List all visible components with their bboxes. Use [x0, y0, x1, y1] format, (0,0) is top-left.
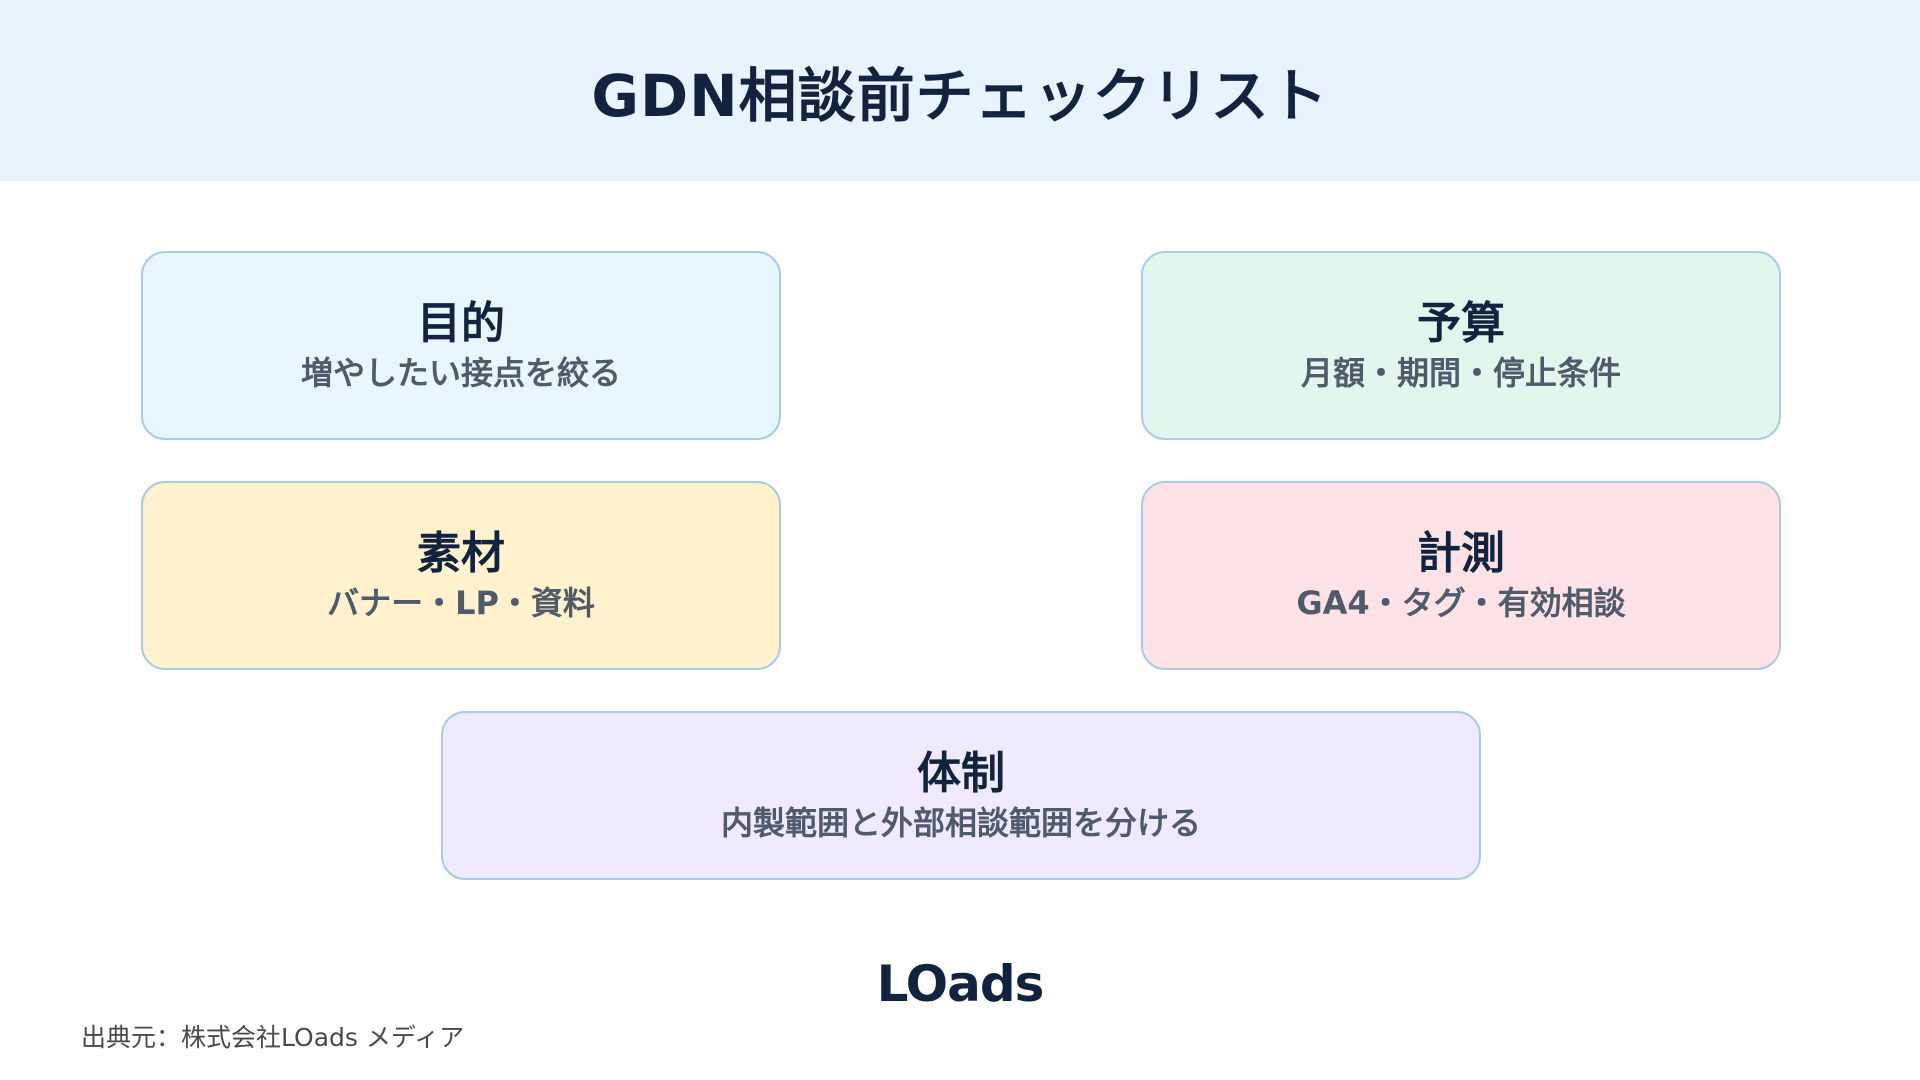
- source-credit: 出典元：株式会社LOads メディア: [81, 1023, 465, 1052]
- card-purpose: 目的 増やしたい接点を絞る: [141, 251, 781, 440]
- card-measure-title: 計測: [1417, 528, 1505, 579]
- card-system-title: 体制: [917, 748, 1005, 799]
- card-purpose-subtitle: 増やしたい接点を絞る: [300, 353, 621, 392]
- card-purpose-title: 目的: [417, 298, 505, 349]
- card-material-title: 素材: [417, 528, 505, 579]
- loads-logo: LOads: [876, 955, 1045, 1013]
- card-system-subtitle: 内製範囲と外部相談範囲を分ける: [720, 803, 1201, 842]
- card-material: 素材 バナー・LP・資料: [141, 481, 781, 670]
- card-material-subtitle: バナー・LP・資料: [327, 583, 595, 622]
- card-budget-title: 予算: [1417, 298, 1505, 349]
- header-band: GDN相談前チェックリスト: [0, 0, 1920, 181]
- card-system: 体制 内製範囲と外部相談範囲を分ける: [441, 711, 1481, 880]
- card-budget: 予算 月額・期間・停止条件: [1141, 251, 1781, 440]
- card-measure: 計測 GA4・タグ・有効相談: [1141, 481, 1781, 670]
- card-measure-subtitle: GA4・タグ・有効相談: [1296, 583, 1626, 622]
- page-title: GDN相談前チェックリスト: [591, 61, 1329, 130]
- card-budget-subtitle: 月額・期間・停止条件: [1300, 353, 1621, 392]
